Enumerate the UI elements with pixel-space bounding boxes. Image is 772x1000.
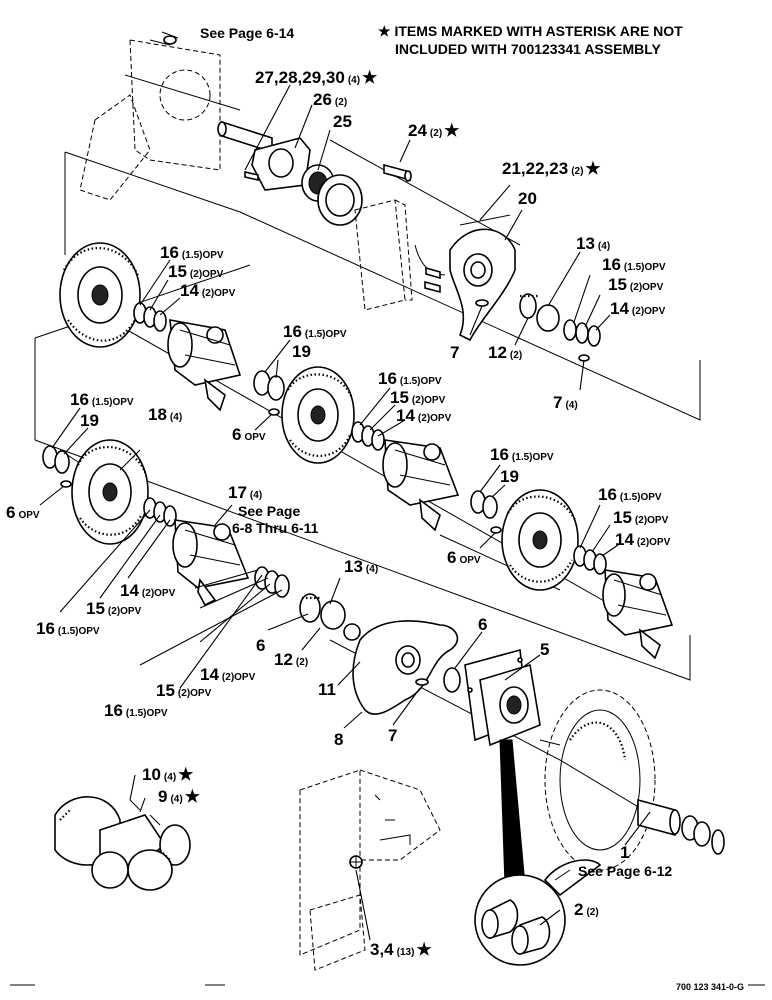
large-sprocket: [539, 689, 725, 897]
hub-assembly-row1-right: [382, 439, 460, 532]
callout-25: 25: [333, 112, 352, 131]
callout-14a: 14(2)OPV: [610, 299, 666, 318]
drawing-number: 700 123 341-0-G: [676, 982, 744, 992]
callouts: 27,28,29,30(4)★ 26(2) 25 24(2)★ 21,22,23…: [6, 68, 671, 959]
asterisk-note-line1: ★ ITEMS MARKED WITH ASTERISK ARE NOT: [378, 23, 683, 39]
hub-17: [172, 519, 250, 607]
callout-11: 11: [318, 680, 336, 699]
callout-19a: 19: [292, 342, 311, 361]
callout-12b: 12(2): [274, 650, 308, 669]
upper-shaft-assembly: [217, 120, 363, 226]
callout-14f: 14(2)OPV: [200, 665, 256, 684]
right-washers-row2: [470, 490, 502, 534]
callout-17: 17(4): [228, 483, 262, 502]
callout-7b: 7(4): [553, 393, 578, 412]
callout-16e: 16(1.5)OPV: [70, 390, 134, 409]
callout-15a: 15(2)OPV: [608, 275, 664, 294]
callout-1: 1: [620, 843, 629, 862]
callout-2: 2(2): [574, 900, 599, 919]
top-left-frame: [79, 31, 221, 201]
callout-16d: 16(1.5)OPV: [378, 369, 442, 388]
bearing-plate-5: [443, 648, 541, 747]
callout-19b: 19: [80, 411, 99, 430]
callout-16g: 16(1.5)OPV: [598, 485, 662, 504]
left-washers-row2: [42, 445, 72, 488]
callout-15f: 15(2)OPV: [156, 681, 212, 700]
sprocket-row1-center: [281, 366, 385, 464]
spacer-and-bracket: [354, 163, 511, 311]
asterisk-note-line2: INCLUDED WITH 700123341 ASSEMBLY: [395, 41, 661, 57]
callout-26: 26(2): [313, 90, 347, 109]
hub-row2-right: [602, 569, 674, 660]
callout-8: 8: [334, 730, 343, 749]
see-page-17-line2: 6-8 Thru 6-11: [232, 520, 319, 536]
callout-7a: 7: [450, 343, 459, 362]
callout-10: 10(4)★: [142, 765, 194, 784]
inset-detail: [54, 796, 191, 891]
callout-14e: 14(2)OPV: [120, 581, 176, 600]
callout-16a: 16(1.5)OPV: [602, 255, 666, 274]
callout-21-23: 21,22,23(2)★: [502, 159, 601, 178]
sprocket-18: [71, 439, 177, 545]
see-page-6-12-note: See Page 6-12: [578, 863, 672, 879]
callout-20: 20: [518, 189, 537, 208]
callout-14c: 14(2)OPV: [396, 406, 452, 425]
callout-14b: 14(2)OPV: [180, 281, 236, 300]
plate-11: [352, 620, 459, 715]
sprocket-row1-left: [59, 242, 167, 348]
leader-lines: [39, 84, 651, 941]
callout-7c: 7: [388, 726, 397, 745]
callout-6e: 6: [478, 615, 487, 634]
callout-14d: 14(2)OPV: [615, 530, 671, 549]
callout-16h: 16(1.5)OPV: [36, 619, 100, 638]
see-page-17-line1: See Page: [238, 503, 300, 519]
callout-6d: 6: [256, 636, 265, 655]
see-page-6-14-note: See Page 6-14: [200, 25, 294, 41]
callout-15b: 15(2)OPV: [168, 262, 224, 281]
callout-15c: 15(2)OPV: [390, 388, 446, 407]
callout-15d: 15(2)OPV: [613, 508, 669, 527]
callout-13a: 13(4): [576, 234, 610, 253]
callout-16f: 16(1.5)OPV: [490, 445, 554, 464]
callout-18: 18(4): [148, 405, 182, 424]
callout-27-30: 27,28,29,30(4)★: [255, 68, 378, 87]
mid-washers-row1: [253, 370, 285, 416]
callout-9: 9(4)★: [158, 787, 201, 806]
callout-15e: 15(2)OPV: [86, 599, 142, 618]
lower-frame: [299, 769, 441, 971]
callout-12a: 12(2): [488, 343, 522, 362]
right-washer-stack: [519, 293, 601, 362]
callout-16c: 16(1.5)OPV: [283, 322, 347, 341]
callout-3-4: 3,4(13)★: [370, 940, 432, 959]
callout-24: 24(2)★: [408, 121, 460, 140]
callout-16b: 16(1.5)OPV: [160, 243, 224, 262]
hub-assembly-row1: [167, 319, 242, 412]
callout-5: 5: [540, 640, 549, 659]
bushing-detail: [474, 739, 566, 966]
callout-16i: 16(1.5)OPV: [104, 701, 168, 720]
callout-19c: 19: [500, 467, 519, 486]
callout-13b: 13(4): [344, 557, 378, 576]
sprocket-row2-right: [501, 489, 607, 591]
drive-plate-20: [449, 228, 516, 342]
